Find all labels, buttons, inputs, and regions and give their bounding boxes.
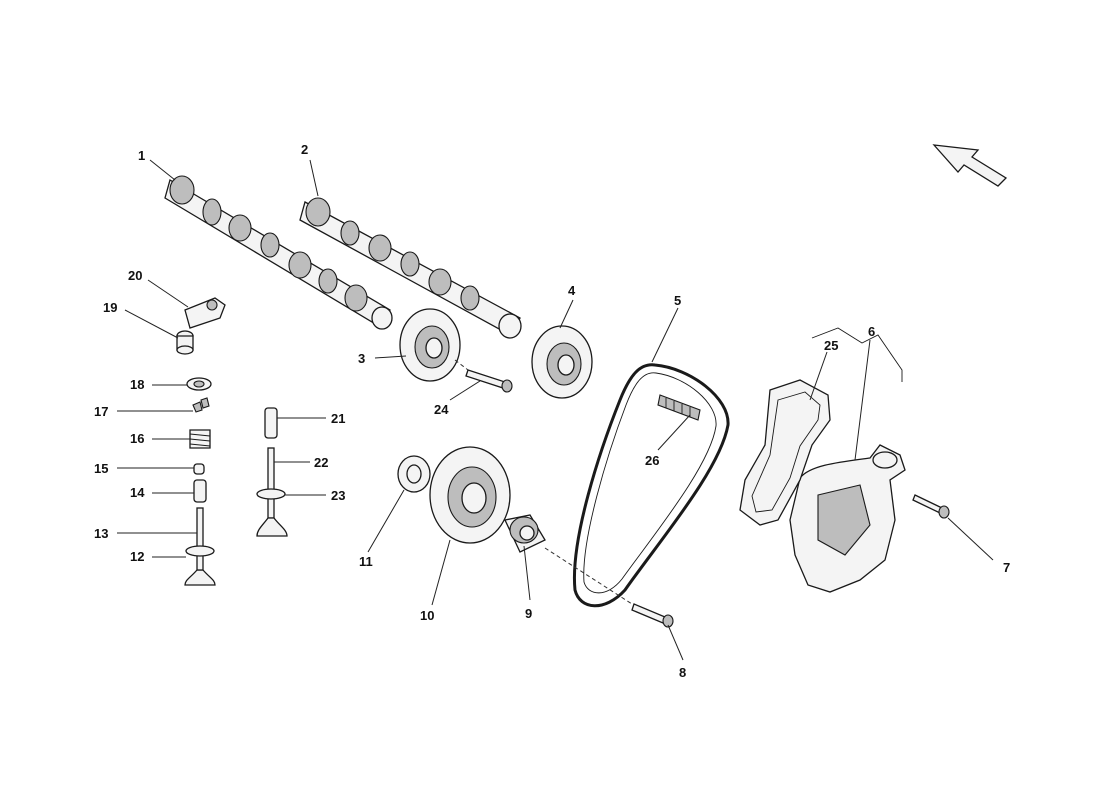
- chain-guide-26: [657, 394, 701, 421]
- callout-labels: 1 2 3 4 5 6 7 8 9 10 11 12 13 14 15 16 1…: [94, 142, 1010, 680]
- leader-lines: [117, 159, 994, 661]
- callout-3: 3: [358, 351, 365, 366]
- callout-8: 8: [679, 665, 686, 680]
- callout-14: 14: [130, 485, 145, 500]
- callout-17: 17: [94, 404, 108, 419]
- callout-21: 21: [331, 411, 345, 426]
- callout-18: 18: [130, 377, 144, 392]
- callout-9: 9: [525, 606, 532, 621]
- valve-seal-15: [193, 463, 205, 475]
- bolt-24: [465, 369, 513, 393]
- bolt-8: [631, 603, 674, 628]
- valve-22: [256, 447, 288, 537]
- callout-19: 19: [103, 300, 117, 315]
- rocker-arm-20: [184, 297, 226, 329]
- valve-guide-14: [193, 479, 207, 503]
- callout-20: 20: [128, 268, 142, 283]
- callout-2: 2: [301, 142, 308, 157]
- callout-4: 4: [568, 283, 576, 298]
- camshaft-adjuster-3: [399, 308, 461, 382]
- callout-12: 12: [130, 549, 144, 564]
- callout-24: 24: [434, 402, 449, 417]
- timing-chain-5: [572, 363, 730, 608]
- callout-1: 1: [138, 148, 145, 163]
- bolt-7: [912, 494, 950, 519]
- gasket-25: [739, 379, 831, 526]
- callout-22: 22: [314, 455, 328, 470]
- callout-10: 10: [420, 608, 434, 623]
- callout-7: 7: [1003, 560, 1010, 575]
- orientation-arrow-icon: [932, 144, 1008, 187]
- valve-seat-12: [185, 545, 215, 557]
- callout-6: 6: [868, 324, 875, 339]
- valve-seat-23: [256, 488, 286, 500]
- valve-keepers-17: [192, 397, 210, 413]
- cover-6: [789, 444, 906, 593]
- callout-23: 23: [331, 488, 345, 503]
- callout-11: 11: [359, 554, 373, 569]
- camshaft-2: [299, 197, 522, 339]
- callout-5: 5: [674, 293, 681, 308]
- hub-9: [504, 514, 546, 553]
- callout-26: 26: [645, 453, 659, 468]
- camshaft-1: [164, 175, 393, 330]
- callout-25: 25: [824, 338, 838, 353]
- washer-11: [397, 455, 431, 493]
- callout-15: 15: [94, 461, 108, 476]
- callout-13: 13: [94, 526, 108, 541]
- camshaft-adjuster-4: [531, 325, 593, 399]
- valve-spring-16: [189, 429, 211, 449]
- callout-16: 16: [130, 431, 144, 446]
- valve-guide-21: [264, 407, 278, 439]
- spring-seat-18: [186, 377, 212, 391]
- lifter-19: [176, 330, 194, 355]
- crank-sprocket-10: [429, 446, 511, 544]
